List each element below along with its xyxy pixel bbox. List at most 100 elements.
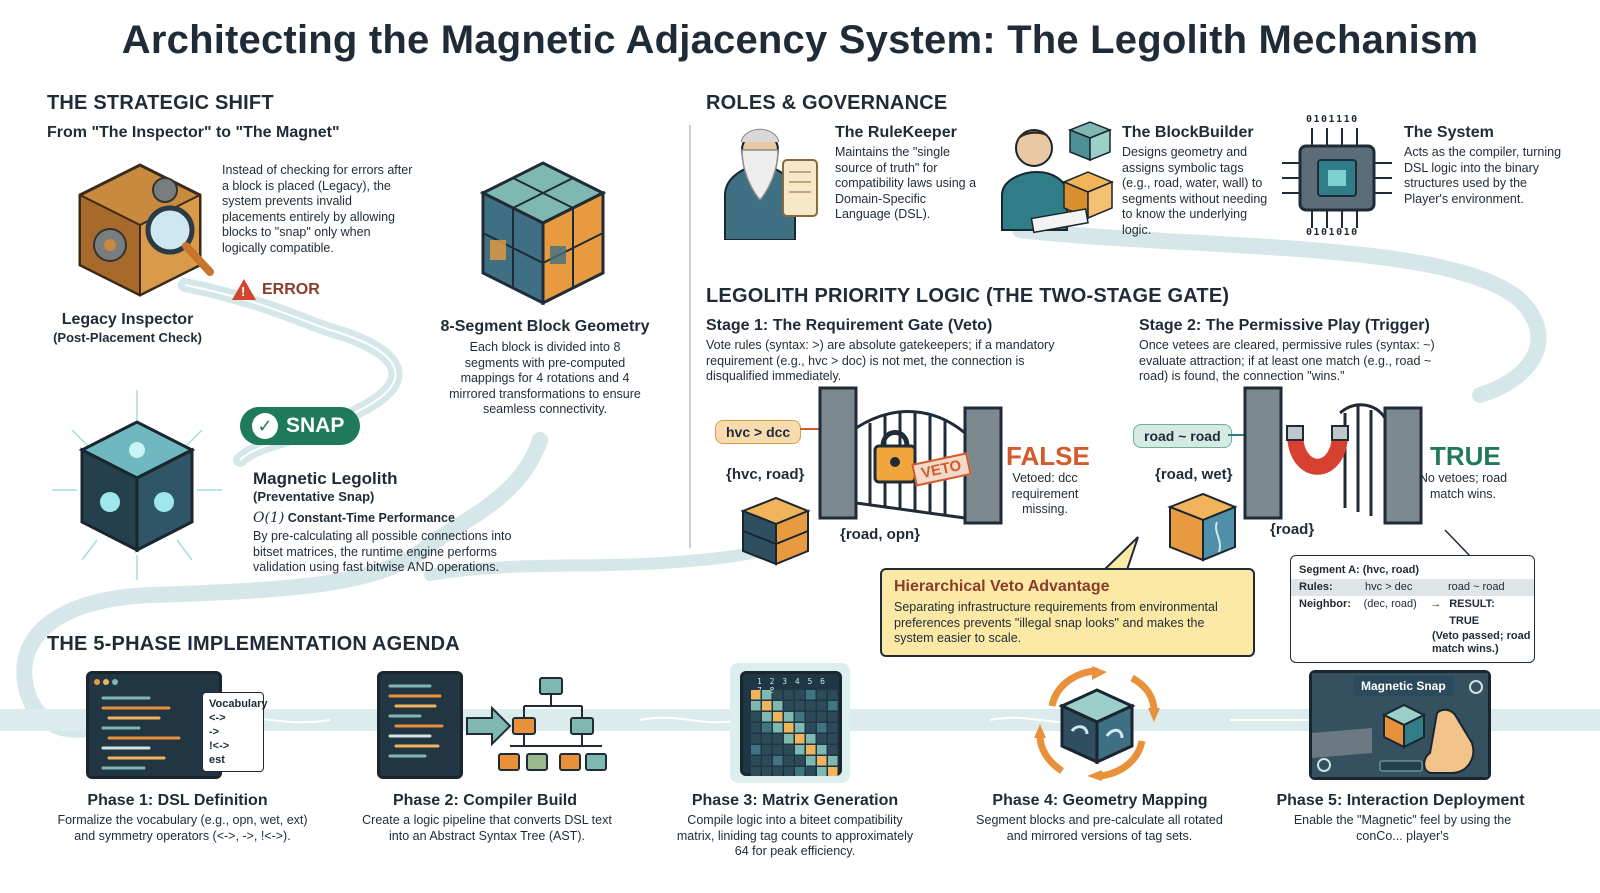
matrix-cell	[784, 745, 794, 755]
phase3-text: Compile logic into a biteet compatibilit…	[676, 813, 914, 858]
matrix-cell	[806, 701, 816, 711]
stage2-rule: road ~ road	[1133, 424, 1232, 448]
vocab-item: !<->	[209, 740, 230, 752]
magnetic-subtitle: (Preventative Snap)	[253, 489, 375, 504]
matrix-cell	[795, 756, 805, 766]
matrix-cell	[762, 745, 772, 755]
rules-label: Rules:	[1299, 581, 1333, 593]
matrix-cell	[751, 723, 761, 733]
matrix-cell	[828, 767, 838, 776]
performance-heading: O(1) Constant-Time Performance	[253, 510, 455, 527]
neighbor-label: Neighbor:	[1299, 598, 1351, 610]
veto-gate-illustration	[818, 386, 1003, 525]
stage2-block-icon	[1167, 492, 1238, 562]
phase2-title: Phase 2: Compiler Build	[392, 792, 578, 809]
chip-binary-bottom: 0101010	[1306, 227, 1359, 238]
rule-veto: hvc > dec	[1365, 581, 1413, 593]
matrix-cell	[806, 712, 816, 722]
phase5-title: Phase 5: Interaction Deployment	[1276, 792, 1525, 809]
matrix-cell	[762, 723, 772, 733]
matrix-cell	[784, 701, 794, 711]
magnetic-snap-screen-label: Magnetic Snap	[1353, 676, 1454, 696]
matrix-cell	[828, 701, 838, 711]
ast-tree-graphic	[466, 677, 607, 771]
compatibility-matrix-graphic	[751, 690, 838, 776]
neighbor-tags: (dec, road)	[1363, 598, 1417, 610]
stage1-tag-left: {hvc, road}	[726, 466, 805, 483]
matrix-cell	[773, 701, 783, 711]
error-indicator: ! ERROR	[232, 279, 320, 300]
source-code-graphic	[388, 684, 444, 758]
stage1-result-text: Vetoed: dcc requirement missing.	[1011, 471, 1079, 516]
agenda-heading: THE 5-PHASE IMPLEMENTATION AGENDA	[47, 633, 460, 655]
matrix-cell	[795, 723, 805, 733]
role-title-system: The System	[1404, 124, 1494, 141]
vocabulary-title: Vocabulary	[209, 698, 268, 710]
matrix-cell	[773, 712, 783, 722]
geometry-rotation-illustration	[1034, 666, 1160, 781]
matrix-cell	[817, 756, 827, 766]
matrix-cell	[773, 734, 783, 744]
matrix-cell	[773, 690, 783, 700]
legacy-title: Legacy Inspector	[61, 311, 194, 328]
magnetic-title: Magnetic Legolith	[253, 469, 398, 488]
role-text-rulekeeper: Maintains the "single source of truth" f…	[835, 145, 977, 221]
block-geometry-text: Each block is divided into 8 segments wi…	[449, 340, 641, 416]
vocab-item: <->	[209, 712, 226, 724]
matrix-cell	[828, 756, 838, 766]
big-o-symbol: O(1)	[253, 510, 285, 526]
matrix-cell	[828, 690, 838, 700]
stage2-result: TRUE	[1430, 441, 1501, 471]
phase5-text: Enable the "Magnetic" feel by using the …	[1293, 813, 1512, 843]
matrix-cell	[806, 767, 816, 776]
snap-label: SNAP	[286, 414, 345, 437]
matrix-cell	[784, 767, 794, 776]
callout-text: Separating infrastructure requirements f…	[894, 600, 1218, 645]
matrix-cell	[751, 734, 761, 744]
vocab-item: ->	[209, 726, 220, 738]
segment-row: Segment A: (hvc, road)	[1299, 564, 1419, 576]
matrix-cell	[751, 756, 761, 766]
matrix-cell	[751, 701, 761, 711]
role-text-blockbuilder: Designs geometry and assigns symbolic ta…	[1122, 145, 1268, 237]
matrix-cell	[806, 690, 816, 700]
matrix-cell	[762, 701, 772, 711]
matrix-cell	[817, 734, 827, 744]
warning-icon: !	[232, 279, 256, 300]
matrix-cell	[795, 701, 805, 711]
matrix-cell	[828, 745, 838, 755]
phase2-code-screen	[377, 671, 463, 779]
matrix-cell	[806, 723, 816, 733]
strategic-shift-subheading: From "The Inspector" to "The Magnet"	[47, 124, 340, 141]
matrix-cell	[817, 701, 827, 711]
callout-title: Hierarchical Veto Advantage	[894, 578, 1110, 595]
rule-permissive: road ~ road	[1448, 581, 1505, 593]
segmented-block-illustration	[479, 161, 607, 306]
matrix-cell	[784, 690, 794, 700]
matrix-cell	[773, 745, 783, 755]
code-lines-graphic	[94, 679, 181, 770]
neighbor-result: RESULT: TRUE	[1449, 598, 1495, 627]
stage1-title: Stage 1: The Requirement Gate (Veto)	[706, 317, 993, 334]
block-geometry-title: 8-Segment Block Geometry	[440, 318, 650, 335]
error-label: ERROR	[262, 280, 320, 298]
veto-advantage-callout: Hierarchical Veto Advantage Separating i…	[880, 568, 1255, 657]
segment-table-pointer	[1444, 529, 1471, 557]
performance-title: Constant-Time Performance	[287, 511, 455, 525]
arrow-right-icon: →	[1430, 598, 1442, 610]
matrix-cell	[773, 723, 783, 733]
matrix-cell	[795, 712, 805, 722]
matrix-cell	[784, 756, 794, 766]
matrix-cell	[828, 734, 838, 744]
magnetic-legolith-illustration	[52, 390, 222, 580]
role-text-system: Acts as the compiler, turning DSL logic …	[1404, 145, 1562, 206]
snap-badge: ✓ SNAP	[240, 407, 361, 445]
system-chip-illustration	[1282, 128, 1392, 228]
matrix-cell	[751, 690, 761, 700]
matrix-cell	[762, 756, 772, 766]
matrix-cell	[751, 745, 761, 755]
legacy-inspector-illustration	[78, 163, 214, 297]
matrix-cell	[828, 723, 838, 733]
stage2-tag-left: {road, wet}	[1155, 466, 1233, 483]
vocab-item: est	[209, 754, 225, 766]
